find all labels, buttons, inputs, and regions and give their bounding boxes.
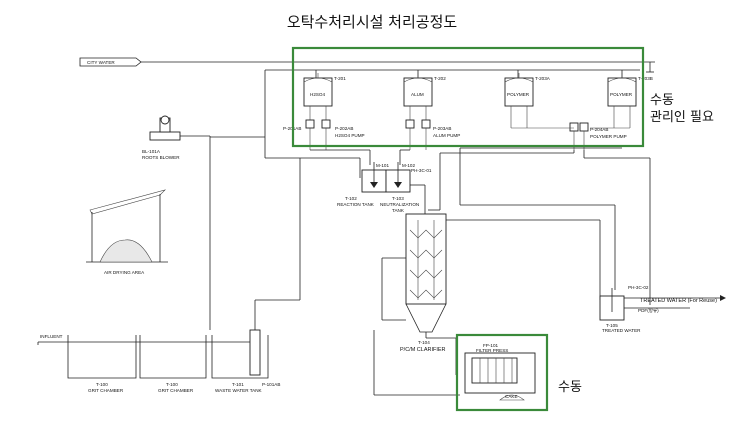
air-drying-area: AIR DRYING AREA	[86, 189, 168, 275]
waste-tag: T-101	[232, 382, 244, 387]
tank-name: POLYMER	[507, 92, 530, 97]
blower-name: ROOTS BLOWER	[142, 155, 180, 160]
waste-pump: P-101AB	[262, 382, 280, 387]
grit-name: GRIT CHAMBER	[88, 388, 124, 393]
air-drying-label: AIR DRYING AREA	[104, 270, 145, 275]
blower-tag: BL-101A	[142, 149, 161, 154]
city-water-label: CITY WATER	[87, 60, 115, 65]
dosing-tank-h2so4: T-201 H2SO4	[303, 73, 346, 120]
influent-label: INFLUENT	[40, 334, 63, 339]
ph-tag: PH-3C-01	[411, 168, 432, 173]
tank-name: ALUM	[411, 92, 424, 97]
diagram-title: 오탁수처리시설 처리공정도	[287, 13, 458, 31]
roots-blower: BL-101A ROOTS BLOWER	[142, 115, 265, 330]
filter-press-name: FILTER PRESS	[476, 348, 508, 353]
mixer-tag: M-101	[376, 163, 389, 168]
reaction-name: REACTION TANK	[337, 202, 375, 207]
neutral-name: NEUTRALIZATION	[380, 202, 419, 207]
discharge-label: PDF(방류)	[638, 307, 659, 314]
treated-water-tank: PH-3C-02 TREATED WATER (For Reuse) PDF(방…	[599, 285, 726, 333]
tank-tag: T-203B	[638, 76, 653, 81]
treated-tag: T-105	[606, 323, 618, 328]
pump-label: P-203AB	[433, 126, 451, 131]
manual-note-line1: 수동	[650, 93, 674, 108]
pump-label: P-204AB	[590, 127, 608, 132]
tank-name: H2SO4	[310, 92, 326, 97]
grit-tag: T-100	[96, 382, 108, 387]
pump-label: ALUM PUMP	[433, 133, 460, 138]
tank-name: POLYMER	[610, 92, 633, 97]
tank-tag: T-201	[334, 76, 346, 81]
tank-tag: T-202	[434, 76, 446, 81]
reaction-tank: M-101 T-102 REACTION TANK	[337, 162, 389, 207]
city-water-inlet: CITY WATER	[79, 57, 655, 73]
tank-tag: T-203A	[535, 76, 551, 81]
waste-water-tank: T-101 WASTE WATER TANK P-101AB	[211, 158, 301, 393]
grit-tag: T-100	[166, 382, 178, 387]
ph-tag: PH-3C-02	[628, 285, 649, 290]
treated-name: TREATED WATER	[602, 328, 641, 333]
pump-label: P-202AB	[335, 126, 353, 131]
grit-chamber-2: T-100 GRIT CHAMBER	[139, 335, 207, 393]
clarifier-name: P/C/M CLARIFIER	[400, 347, 446, 353]
dosing-tank-polymer-b: T-203B POLYMER	[607, 73, 653, 120]
manual-note-line2: 관리인 필요	[650, 110, 714, 125]
neutral-tag: T-103	[392, 196, 404, 201]
pump-label: POLYMER PUMP	[590, 134, 627, 139]
waste-name: WASTE WATER TANK	[215, 388, 263, 393]
reaction-tag: T-102	[345, 196, 357, 201]
grit-chamber-1: T-100 GRIT CHAMBER	[67, 335, 137, 393]
influent-line: INFLUENT	[37, 334, 260, 345]
clarifier-tag: T-104	[418, 340, 430, 345]
treated-label: TREATED WATER (For Reuse)	[640, 298, 717, 304]
filter-press-tag: FP-101	[483, 343, 499, 348]
cake-label: CAKE	[505, 394, 518, 399]
neutralization-tank: M-102 PH-3C-01 T-103 NEUTRALIZATION TANK	[380, 162, 432, 213]
grit-name: GRIT CHAMBER	[158, 388, 194, 393]
clarifier: T-104 P/C/M CLARIFIER	[400, 213, 447, 353]
pump-label: H2SO4 PUMP	[335, 133, 365, 138]
manual-dosing-highlight	[291, 46, 645, 148]
dosing-tank-polymer-a: T-203A POLYMER	[504, 73, 551, 120]
mixer-tag: M-102	[402, 163, 415, 168]
neutral-name-2: TANK	[392, 208, 405, 213]
filter-press: FP-101 FILTER PRESS CAKE	[464, 343, 536, 401]
filter-press-highlight	[455, 333, 549, 412]
manual-note-filter-press: 수동	[558, 380, 582, 395]
dosing-tank-alum: T-202 ALUM	[403, 73, 446, 120]
